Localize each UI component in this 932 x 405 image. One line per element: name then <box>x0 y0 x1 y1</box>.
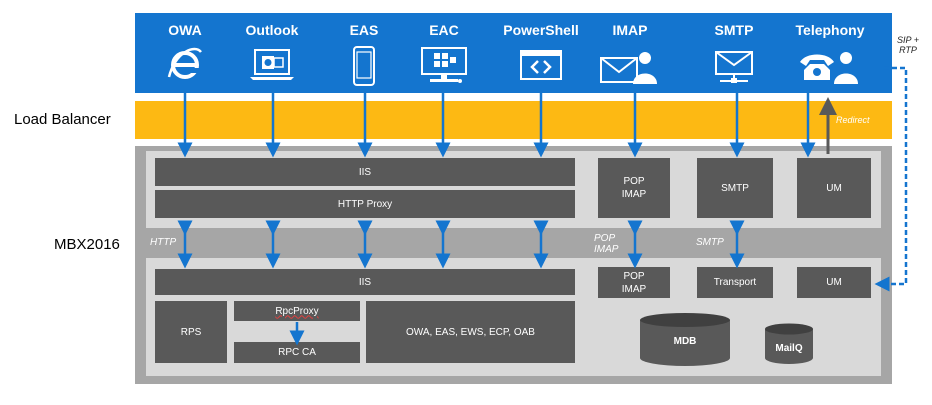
mbx-label: MBX2016 <box>54 236 120 253</box>
client-label: EAC <box>429 22 459 38</box>
mail-user-icon <box>600 52 657 84</box>
client-label: OWA <box>168 22 202 38</box>
rps-box: RPS <box>155 301 227 363</box>
mailq-database-icon <box>765 323 813 364</box>
client-label: IMAP <box>612 22 648 38</box>
mail-server-icon <box>715 51 753 83</box>
client-label: SMTP <box>714 22 754 38</box>
client-label: PowerShell <box>503 22 579 38</box>
redirect-label: Redirect <box>836 115 870 125</box>
http-proxy: HTTP Proxy <box>155 190 575 218</box>
outlook-laptop-icon <box>250 49 294 80</box>
mailq-label: MailQ <box>775 343 803 354</box>
smtp-between-label: SMTP <box>696 237 724 248</box>
powershell-icon <box>520 50 562 80</box>
client-eac: EAC <box>399 13 489 86</box>
ie-icon <box>167 47 202 79</box>
client-owa: OWA <box>140 13 230 82</box>
client-telephony: Telephony <box>785 13 875 86</box>
client-label: EAS <box>349 22 379 38</box>
rpc-ca-box: RPC CA <box>234 342 360 363</box>
smtp-frontend: SMTP <box>697 158 773 218</box>
http-label: HTTP <box>150 237 177 248</box>
client-smtp: SMTP <box>689 13 779 86</box>
client-imap: IMAP <box>585 13 675 86</box>
client-outlook: Outlook <box>227 13 317 82</box>
iis-frontend: IIS <box>155 158 575 186</box>
load-balancer-band <box>135 101 892 139</box>
client-powershell: PowerShell <box>496 13 586 82</box>
transport-box: Transport <box>697 267 773 298</box>
rpc-proxy-label: RpcProxy <box>275 305 319 317</box>
admin-monitor-icon <box>421 47 467 83</box>
iis-backend: IIS <box>155 269 575 295</box>
owa-services-box: OWA, EAS, EWS, ECP, OAB <box>366 301 575 363</box>
mdb-label: MDB <box>673 336 697 347</box>
rpc-proxy-box: RpcProxy <box>234 301 360 321</box>
sip-rtp-path <box>874 66 908 292</box>
client-eas: EAS <box>319 13 409 86</box>
telephone-user-icon <box>800 52 858 84</box>
client-band: OWA Outlook EAS EAC <box>135 13 892 93</box>
mbx-server: IIS HTTP Proxy POP IMAP SMTP UM IIS RPS … <box>135 146 892 384</box>
pop-imap-frontend: POP IMAP <box>598 158 670 218</box>
client-label: Outlook <box>245 22 299 38</box>
mdb-database-icon <box>640 313 730 366</box>
sip-rtp-label: SIP + RTP <box>897 35 919 55</box>
phone-icon <box>353 46 375 86</box>
um-backend: UM <box>797 267 871 298</box>
pop-imap-backend: POP IMAP <box>598 267 670 298</box>
um-frontend: UM <box>797 158 871 218</box>
pop-imap-label: POP IMAP <box>594 233 619 255</box>
load-balancer-label: Load Balancer <box>14 111 111 128</box>
client-label: Telephony <box>795 22 865 38</box>
